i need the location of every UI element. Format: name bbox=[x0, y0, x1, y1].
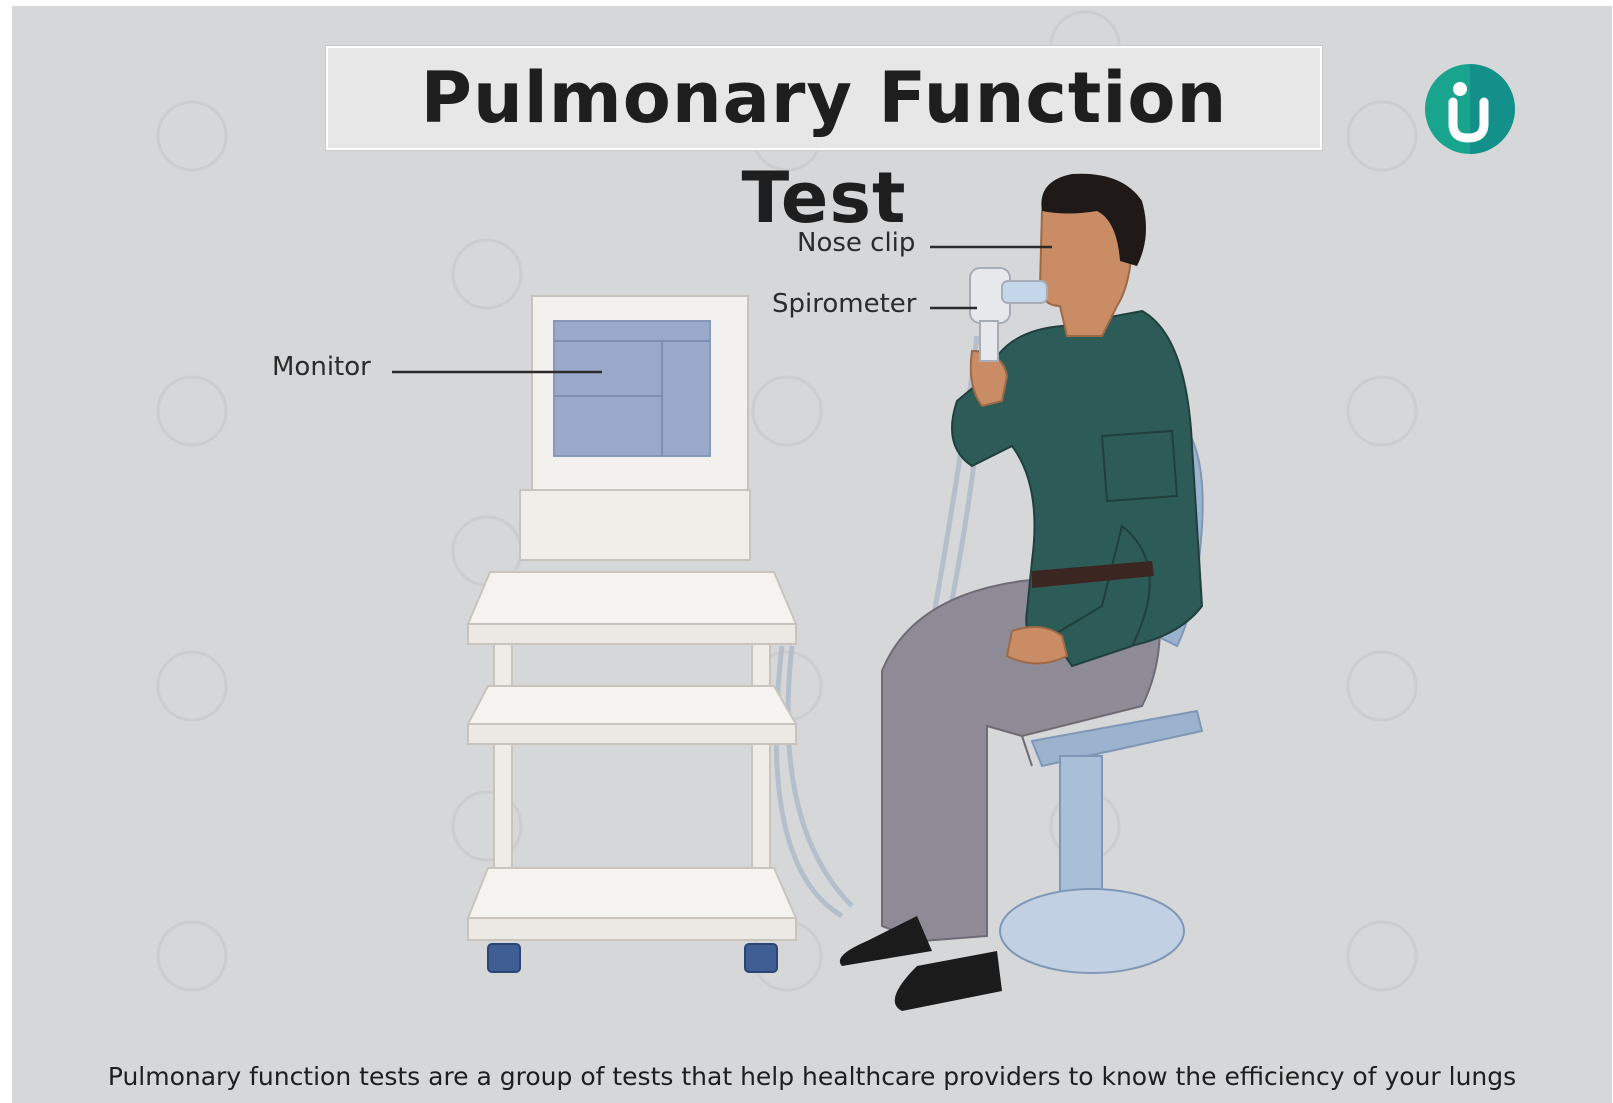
spirometer-label: Spirometer bbox=[772, 289, 916, 319]
illustration bbox=[12, 6, 1612, 1103]
brand-logo-icon bbox=[1425, 64, 1515, 154]
caption-text: Pulmonary function tests are a group of … bbox=[12, 1062, 1612, 1091]
wheel bbox=[488, 944, 520, 972]
wheel bbox=[745, 944, 777, 972]
infographic: Pulmonary Function Test bbox=[12, 6, 1612, 1103]
nose-clip-label: Nose clip bbox=[797, 228, 915, 258]
medical-cart bbox=[468, 296, 796, 972]
monitor-label: Monitor bbox=[272, 352, 371, 382]
